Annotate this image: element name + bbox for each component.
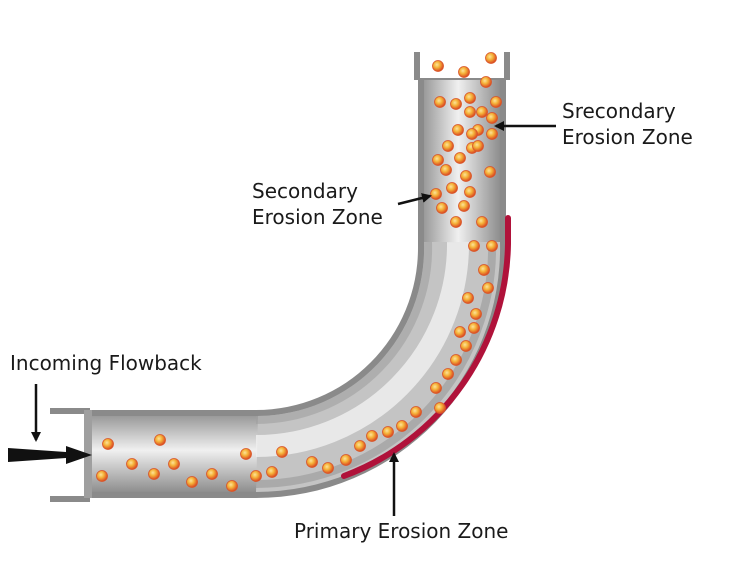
particle	[478, 264, 490, 276]
particle	[382, 426, 394, 438]
particle	[485, 52, 497, 64]
particle	[96, 470, 108, 482]
particle	[476, 216, 488, 228]
particle	[206, 468, 218, 480]
particle	[460, 340, 472, 352]
particle	[354, 440, 366, 452]
particle	[240, 448, 252, 460]
particle	[446, 182, 458, 194]
label-incoming-flowback: Incoming Flowback	[10, 351, 202, 375]
particle	[430, 188, 442, 200]
particle	[482, 282, 494, 294]
particle	[186, 476, 198, 488]
particle	[472, 140, 484, 152]
particle	[442, 368, 454, 380]
particle	[454, 326, 466, 338]
particle	[486, 240, 498, 252]
particle	[452, 124, 464, 136]
label-inner-secondary-1: Secondary	[252, 179, 358, 203]
particle	[484, 166, 496, 178]
entry-top-wall	[50, 408, 90, 414]
particle	[450, 98, 462, 110]
particle	[322, 462, 334, 474]
label-primary-erosion: Primary Erosion Zone	[294, 519, 508, 543]
particle	[276, 446, 288, 458]
particle	[468, 322, 480, 334]
entry-bottom-wall	[50, 496, 90, 502]
label-inner-secondary-2: Erosion Zone	[252, 205, 383, 229]
particle	[148, 468, 160, 480]
particle	[396, 420, 408, 432]
pipe-bend-highlight	[255, 241, 470, 457]
particle	[466, 128, 478, 140]
particle	[476, 106, 488, 118]
particle	[432, 60, 444, 72]
particle	[450, 354, 462, 366]
pipe-bend-shadow	[255, 241, 497, 488]
particle	[490, 96, 502, 108]
pipe-bend-inner-shadow	[255, 241, 433, 424]
particle	[436, 202, 448, 214]
particle	[410, 406, 422, 418]
particle	[464, 186, 476, 198]
particle	[442, 140, 454, 152]
particle	[480, 76, 492, 88]
pipe-horizontal-section	[88, 416, 258, 492]
labels: Srecondary Erosion Zone Secondary Erosio…	[10, 99, 693, 543]
label-top-right-secondary-2: Erosion Zone	[562, 125, 693, 149]
particle	[250, 470, 262, 482]
particle	[486, 112, 498, 124]
particle	[450, 216, 462, 228]
particle	[460, 170, 472, 182]
annotation-arrows	[8, 121, 556, 516]
particle	[226, 480, 238, 492]
pipe-elbow	[84, 78, 507, 499]
particle	[464, 92, 476, 104]
particle	[454, 152, 466, 164]
particle	[430, 382, 442, 394]
particle	[458, 200, 470, 212]
particle	[458, 66, 470, 78]
particle	[440, 164, 452, 176]
particle	[340, 454, 352, 466]
particle	[266, 466, 278, 478]
particle	[126, 458, 138, 470]
particle	[468, 240, 480, 252]
particle	[434, 402, 446, 414]
primary-erosion-stripe	[341, 215, 511, 479]
particle	[486, 128, 498, 140]
pipe-walls	[50, 52, 510, 502]
particle	[102, 438, 114, 450]
arrow-incoming-flow	[8, 446, 92, 464]
particle	[432, 154, 444, 166]
particle	[434, 96, 446, 108]
particles	[96, 52, 502, 492]
particle	[464, 106, 476, 118]
particle	[306, 456, 318, 468]
top-exit-right-wall	[504, 52, 510, 80]
particle	[470, 308, 482, 320]
particle	[462, 292, 474, 304]
particle	[168, 458, 180, 470]
arrow-inner-secondary	[397, 193, 432, 206]
particle	[154, 434, 166, 446]
top-exit-left-wall	[414, 52, 420, 80]
particle	[366, 430, 378, 442]
label-top-right-secondary-1: Srecondary	[562, 99, 676, 123]
